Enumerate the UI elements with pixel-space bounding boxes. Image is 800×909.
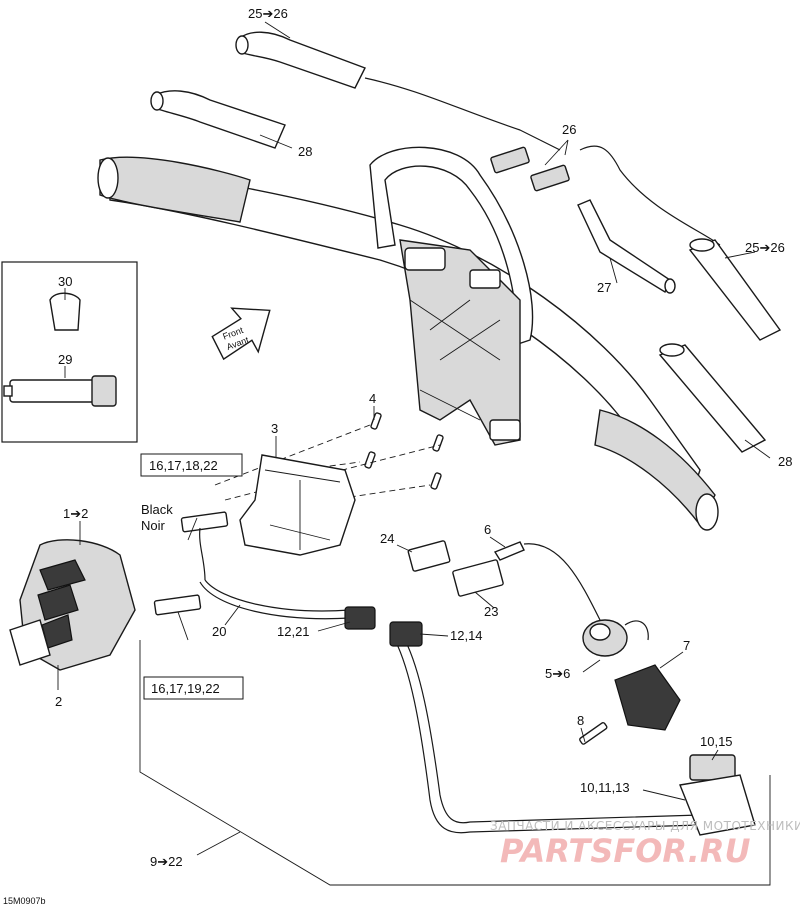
callout-9-22: 9➔22 xyxy=(150,854,183,869)
grip-sleeve-right xyxy=(658,343,767,453)
callout-28-right: 28 xyxy=(778,454,792,469)
watermark-line2: PARTSFOR.RU xyxy=(500,832,750,870)
callout-25-26-top: 25➔26 xyxy=(248,6,288,21)
connector-10-11-13 xyxy=(679,774,756,836)
wire-color-fr: Noir xyxy=(141,518,166,533)
pin-6 xyxy=(493,541,601,621)
connector-top xyxy=(180,511,229,581)
callout-26: 26 xyxy=(562,122,576,137)
callout-5-6: 5➔6 xyxy=(545,666,570,681)
callout-2: 2 xyxy=(55,694,62,709)
callout-1-2: 1➔2 xyxy=(63,506,88,521)
callout-20: 20 xyxy=(212,624,226,639)
callout-10-15: 10,15 xyxy=(700,734,733,749)
callout-28-top: 28 xyxy=(298,144,312,159)
harness-frame xyxy=(139,640,771,886)
callout-12-14: 12,14 xyxy=(450,628,483,643)
front-arrow: Front Avant xyxy=(211,307,271,361)
callout-27: 27 xyxy=(597,280,611,295)
watermark-line1: ЗАПЧАСТИ И АКСЕССУАРЫ ДЛЯ МОТОТЕХНИКИ xyxy=(490,819,800,833)
switch-5-6 xyxy=(582,619,649,657)
callout-7: 7 xyxy=(683,638,690,653)
callout-8: 8 xyxy=(577,713,584,728)
handlebar xyxy=(97,156,719,531)
box-label-top-text: 16,17,18,22 xyxy=(149,458,218,473)
box-label-bottom: 16,17,19,22 xyxy=(143,676,244,700)
grip-heater-upper xyxy=(235,31,541,141)
callout-29: 29 xyxy=(58,352,72,367)
callout-23: 23 xyxy=(484,604,498,619)
housing-3 xyxy=(239,454,356,556)
leader-lines xyxy=(57,21,771,856)
connector-12-14 xyxy=(389,621,423,647)
inset-box xyxy=(1,261,138,443)
connector-26 xyxy=(490,139,721,246)
diagram-id: 15M0907b xyxy=(3,896,46,906)
connector-23 xyxy=(452,559,504,597)
callout-4: 4 xyxy=(369,391,376,406)
tube-27 xyxy=(577,199,676,294)
pin-8 xyxy=(579,722,608,745)
callout-25-26-right: 25➔26 xyxy=(745,240,785,255)
callout-24: 24 xyxy=(380,531,394,546)
screws-4 xyxy=(214,412,444,501)
callout-6: 6 xyxy=(484,522,491,537)
switch-housing xyxy=(9,539,136,671)
steering-riser xyxy=(369,146,534,446)
connector-12-21 xyxy=(344,606,376,630)
callout-30: 30 xyxy=(58,274,72,289)
harness-20 xyxy=(199,579,701,834)
connector-bottom xyxy=(153,594,202,616)
wire-color-en: Black xyxy=(141,502,173,517)
grip-sleeve-upper xyxy=(150,90,286,149)
connector-7 xyxy=(614,664,681,731)
callout-3: 3 xyxy=(271,421,278,436)
grip-heater-right xyxy=(688,238,782,341)
connector-24 xyxy=(407,540,451,572)
callout-10-11-13: 10,11,13 xyxy=(580,780,630,795)
box-label-bottom-text: 16,17,19,22 xyxy=(151,681,220,696)
box-label-top: 16,17,18,22 xyxy=(140,453,243,477)
callout-12-21: 12,21 xyxy=(277,624,310,639)
